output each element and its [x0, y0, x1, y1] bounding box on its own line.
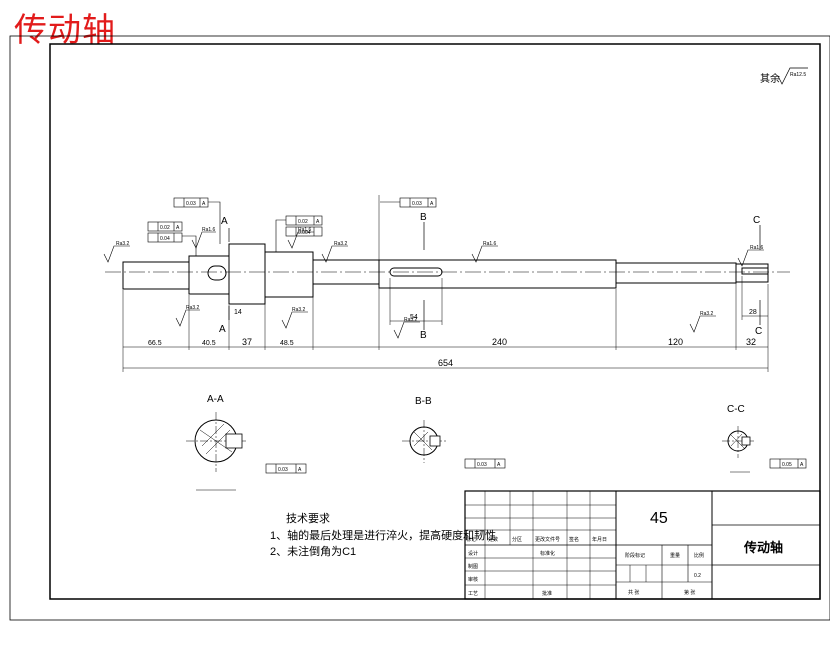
roughness-label-8: Ra3.2 — [292, 307, 306, 313]
section-label-b-bottom: B — [420, 330, 427, 341]
tolerance-value-8: 0.03 — [477, 462, 487, 468]
roughness-label-1: Ra3.2 — [116, 241, 130, 247]
col-change-doc: 更改文件号 — [535, 536, 560, 543]
tolerance-value-3: 0.04 — [160, 236, 170, 242]
dim-keyway-14: 14 — [234, 309, 242, 316]
tech-requirement-1: 1、轴的最后处理是进行淬火，提高硬度和韧性 — [270, 528, 496, 542]
tech-requirement-2: 2、未注倒角为C1 — [270, 544, 356, 558]
approve-label: 批准 — [542, 590, 552, 597]
title-block — [464, 490, 821, 600]
dim-32: 32 — [746, 337, 756, 347]
sheet-number: 第 张 — [684, 589, 695, 596]
roughness-label-6: Ra1.6 — [750, 245, 764, 251]
tolerance-value-7: 0.03 — [278, 467, 288, 473]
tolerance-datum-4: A — [316, 219, 320, 225]
roughness-label-3: Ra1.6 — [298, 227, 312, 233]
dim-keyway-28: 28 — [749, 309, 757, 316]
sheets-total: 共 张 — [628, 589, 639, 596]
roughness-symbol-icon — [777, 67, 808, 85]
tolerance-datum-7: A — [298, 467, 302, 473]
designer-label: 设计 — [468, 550, 478, 557]
scale-label: 比例 — [694, 552, 704, 559]
checker-label: 审核 — [468, 576, 478, 583]
section-label-a-top: A — [221, 216, 228, 227]
stage-mark-label: 阶段标记 — [625, 552, 645, 559]
weight-label: 重量 — [670, 552, 680, 559]
tolerance-value-2: 0.02 — [160, 225, 170, 231]
section-label-b-top: B — [420, 212, 427, 223]
material-value: 45 — [650, 510, 668, 527]
col-zone: 分区 — [512, 536, 522, 543]
dimension-lines — [122, 195, 769, 372]
tolerance-datum-8: A — [497, 462, 501, 468]
tech-requirements-title: 技术要求 — [286, 512, 330, 525]
section-label-c-top: C — [753, 215, 760, 226]
col-count: 处数 — [488, 536, 498, 543]
section-view-aa — [186, 412, 246, 491]
dim-40-5: 40.5 — [202, 340, 216, 347]
tolerance-datum-6: A — [430, 201, 434, 207]
tolerance-value-1: 0.03 — [186, 201, 196, 207]
dim-48-5: 48.5 — [280, 340, 294, 347]
dim-240: 240 — [492, 337, 507, 347]
roughness-note-value: Ra12.5 — [790, 72, 806, 78]
dim-120: 120 — [668, 337, 683, 347]
section-label-a-bottom: A — [219, 324, 226, 335]
tolerance-datum-1: A — [202, 201, 206, 207]
part-name: 传动轴 — [743, 540, 783, 555]
roughness-label-2: Ra1.6 — [202, 227, 216, 233]
roughness-symbols — [103, 231, 764, 339]
section-view-bb-label: B-B — [415, 396, 432, 407]
section-view-cc — [722, 426, 754, 473]
scale-value: 0.2 — [694, 573, 701, 579]
drawing-title: 传动轴 — [14, 10, 116, 49]
tolerance-datum-2: A — [176, 225, 180, 231]
dim-66-5: 66.5 — [148, 340, 162, 347]
tolerance-datum-9: A — [800, 462, 804, 468]
shaft-outline — [122, 243, 769, 305]
roughness-label-10: Ra3.2 — [404, 317, 418, 323]
section-view-cc-label: C-C — [727, 404, 745, 415]
section-view-aa-label: A-A — [207, 394, 224, 405]
section-label-c-bottom: C — [755, 326, 762, 337]
col-signature: 签名 — [569, 536, 579, 543]
dim-keyway-54: 54 — [410, 314, 418, 321]
inner-frame — [49, 43, 821, 600]
standardization-label: 标准化 — [540, 550, 555, 557]
tolerance-value-6: 0.03 — [412, 201, 422, 207]
roughness-label-4: Ra3.2 — [334, 241, 348, 247]
section-cut-lines — [228, 222, 761, 330]
section-view-bb — [402, 420, 446, 463]
tolerance-value-5: 0.004 — [298, 230, 311, 236]
tolerance-frames — [147, 197, 807, 474]
tolerance-value-9: 0.05 — [782, 462, 792, 468]
process-label: 工艺 — [468, 591, 478, 597]
dim-654: 654 — [438, 358, 453, 368]
col-mark: 标记 — [466, 536, 476, 543]
roughness-label-9: Ra3.2 — [700, 311, 714, 317]
roughness-label-5: Ra1.6 — [483, 241, 497, 247]
tolerance-value-4: 0.02 — [298, 219, 308, 225]
dim-37: 37 — [242, 337, 252, 347]
outer-border — [9, 35, 830, 621]
roughness-note: 其余 — [760, 72, 780, 85]
drafter-label: 制图 — [468, 563, 478, 570]
roughness-label-7: Ra3.2 — [186, 305, 200, 311]
col-date: 年月日 — [592, 536, 607, 543]
